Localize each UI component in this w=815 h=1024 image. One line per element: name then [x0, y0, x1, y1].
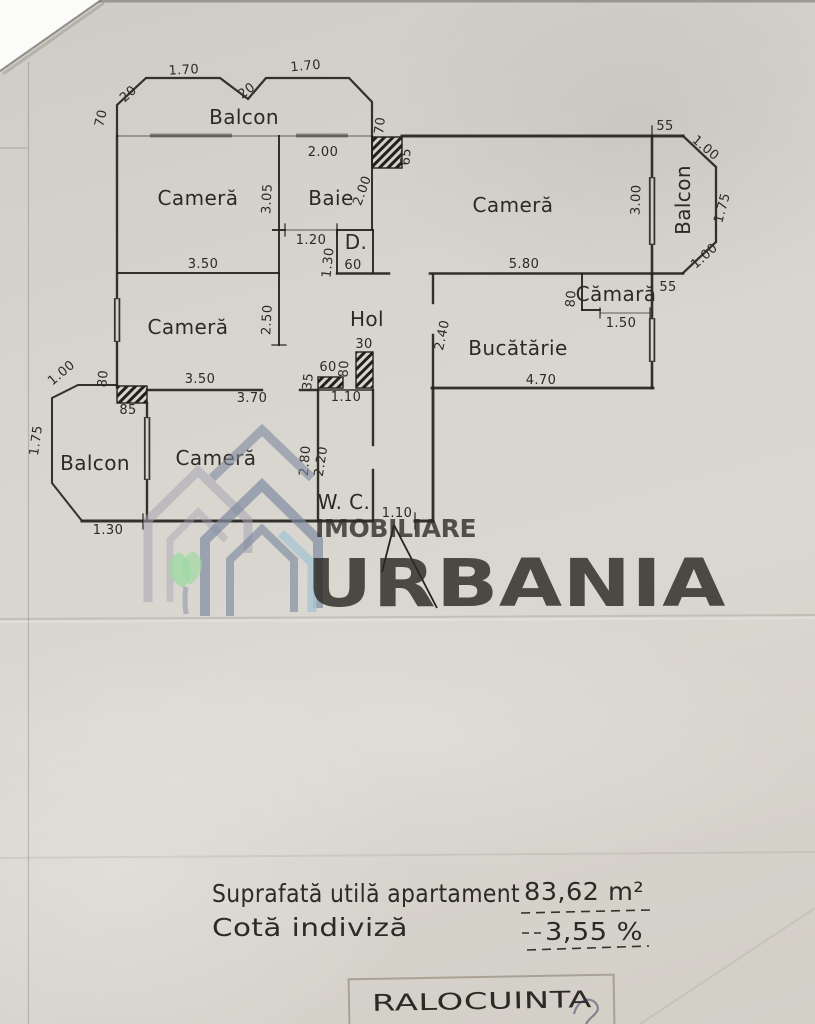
dim-camera1-adancime: 3.05 — [259, 183, 276, 214]
pen-mark — [572, 998, 599, 1024]
dim-bucatarie-adancime: 2.40 — [432, 319, 453, 352]
room-label-camera-mare: Cameră — [473, 193, 554, 217]
room-label-balcon-dreapta: Balcon — [671, 165, 695, 235]
dim-balcon-jos-ghena: 85 — [119, 403, 136, 418]
dim-camara-latime: 1.50 — [606, 316, 637, 331]
dim-balcon-dr-lat: 1.75 — [711, 191, 733, 224]
room-label-camara: Cămară — [576, 282, 657, 306]
dim-camara-adancime: 80 — [563, 290, 579, 308]
watermark-urbania-text: URBANIA — [306, 545, 726, 622]
cota-value: 3,55 % — [545, 917, 643, 946]
stamp-text: RALOCUINTA — [372, 987, 592, 1017]
dim-balcon-top-lat-stanga: 70 — [92, 108, 111, 128]
room-label-camera-2: Cameră — [148, 315, 229, 339]
dim-balcon-jos-colt: 1.00 — [45, 358, 78, 389]
dim-camera1-latime: 3.50 — [188, 257, 219, 272]
suprafata-label: Suprafată utilă apartament — [212, 879, 520, 908]
watermark: IMOBILIARE URBANIA — [143, 423, 726, 622]
dim-balcon-dr-jos: 55 — [659, 280, 676, 295]
dim-balcon-jos-80: 80 — [95, 369, 111, 388]
windows — [113, 177, 656, 480]
dim-wc-latime: 1.10 — [331, 390, 362, 405]
room-label-debara: D. — [345, 230, 368, 254]
shaft-wc-small — [317, 376, 344, 389]
dim-balcon-jos-lat: 1.75 — [27, 424, 46, 456]
hatched-shafts — [116, 136, 403, 404]
dim-camera-mare-latime: 5.80 — [509, 257, 540, 272]
dim-ghena-30: 30 — [355, 337, 372, 352]
footer: Suprafată utilă apartament 83,62 m² Cotă… — [212, 877, 651, 951]
dim-balcon-top-stanga: 1.70 — [168, 62, 199, 79]
dim-debara-adancime: 1.30 — [319, 247, 337, 279]
dim-baie-latime: 2.00 — [308, 145, 339, 160]
dim-baie-ghena: 65 — [398, 148, 414, 166]
shaft-balcon-jos — [116, 385, 148, 404]
dim-usa-baie: 1.20 — [296, 233, 327, 248]
dim-ghena-35: 35 — [300, 372, 317, 391]
dim-hol-lungime: 2.50 — [259, 304, 276, 335]
dim-balcon-dr-colt-sus: 1.00 — [689, 133, 722, 164]
balcony-bottom-outline — [51, 384, 118, 523]
room-label-baie: Baie — [308, 186, 353, 210]
shaft-baie — [371, 136, 403, 169]
dim-ghena-60: 60 — [319, 360, 336, 375]
dim-usa-intrare: 1.10 — [382, 506, 413, 521]
entrance-door-swing — [381, 524, 438, 609]
dim-balcon-jos-latime: 1.30 — [93, 523, 124, 538]
balcony-right-outline — [681, 134, 718, 275]
dim-camera3-latime: 3.70 — [237, 391, 268, 406]
room-label-hol: Hol — [350, 307, 384, 331]
dim-balcon-top-dreapta: 1.70 — [290, 58, 322, 76]
watermark-imobiliare-text: IMOBILIARE — [315, 514, 477, 543]
stamp: RALOCUINTA — [347, 973, 616, 1024]
dim-balcon-dr-sus: 55 — [656, 119, 673, 134]
suprafata-value: 83,62 m² — [524, 877, 644, 906]
dim-balcon-dr-colt-jos: 1.00 — [688, 241, 721, 273]
walls — [51, 76, 718, 530]
balcony-top-outline — [115, 76, 374, 138]
room-labels: Balcon Cameră Baie Cameră Balcon Cămară … — [60, 105, 695, 514]
dim-debara-latime: 60 — [344, 258, 361, 273]
dim-balcon-top-lat-dreapta: 70 — [372, 116, 389, 135]
dim-bucatarie-latime: 4.70 — [526, 373, 557, 388]
leaf-icon — [182, 551, 202, 585]
dim-camera2-latime: 3.50 — [185, 372, 216, 387]
room-label-balcon-top: Balcon — [209, 105, 279, 129]
watermark-house-logo — [143, 423, 323, 616]
dim-balcon-top-mijloc: 20 — [236, 80, 259, 102]
room-label-camera-1: Cameră — [158, 186, 239, 210]
room-label-wc: W. C. — [318, 490, 371, 514]
dim-camera-mare-fereastra: 3.00 — [628, 184, 644, 215]
dim-wc-lungime: 2.20 — [312, 445, 332, 478]
room-label-balcon-jos: Balcon — [60, 451, 130, 475]
dim-ghena-80: 80 — [337, 360, 353, 378]
cota-label: Cotă indiviză — [212, 913, 408, 942]
shaft-wc-tall — [355, 351, 374, 389]
room-label-bucatarie: Bucătărie — [468, 336, 567, 360]
